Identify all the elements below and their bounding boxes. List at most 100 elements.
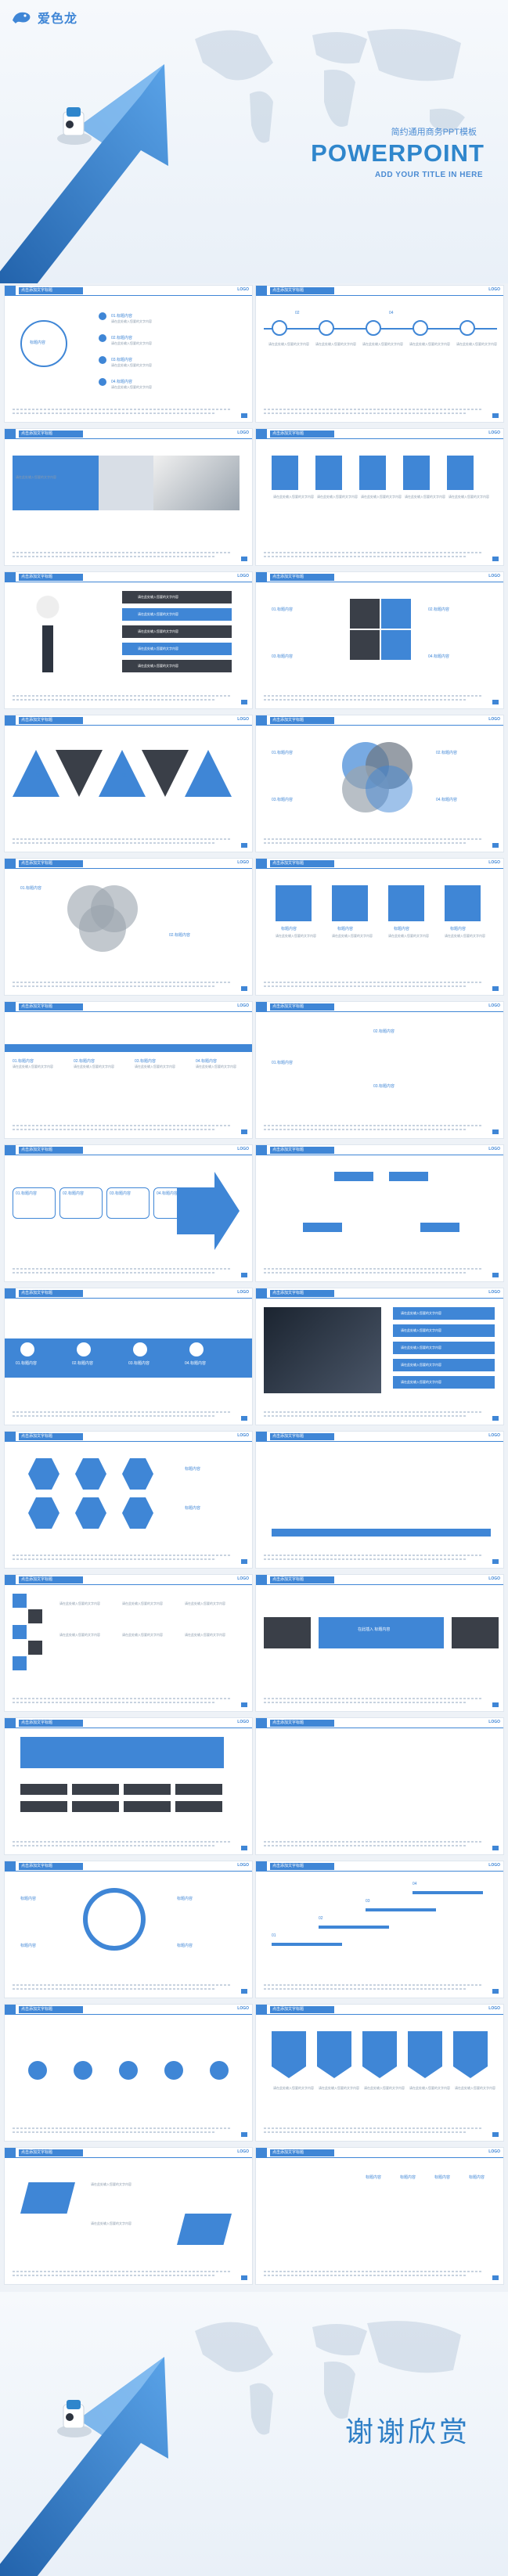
insert-panel [319, 1617, 444, 1648]
blue-panel [13, 456, 99, 510]
round-box [153, 1187, 196, 1219]
stair-step [413, 1891, 483, 1894]
slide-content [5, 2016, 252, 2127]
footer-text-line [264, 1555, 483, 1556]
slide-header-title: 点击添加文字标题 [19, 287, 83, 294]
slide-header-title: 点击添加文字标题 [19, 2006, 83, 2013]
footer-text-line [13, 699, 216, 701]
slide-number-badge [5, 1288, 16, 1299]
num-circle [210, 2061, 229, 2080]
pentagon-tile [408, 2031, 442, 2078]
slide-page-number [492, 700, 499, 704]
pentagon-tile [272, 2031, 306, 2078]
numbered-label: 01.标题内容 [13, 1059, 34, 1064]
hex-tile [122, 1458, 153, 1490]
numbered-label: 01.标题内容 [272, 751, 293, 755]
cover-subtitle: 简约通用商务PPT模板 [391, 128, 477, 137]
slide-header-title: 点击添加文字标题 [19, 1863, 83, 1870]
slide-page-number [492, 2275, 499, 2280]
slide-number-badge [5, 1575, 16, 1585]
slide-number-badge [256, 715, 267, 726]
cover-title: POWERPOINT [311, 139, 485, 167]
list-bar [393, 1307, 495, 1320]
footer-text-line [264, 409, 483, 410]
slide-logo: LOGO [488, 287, 500, 292]
footer-text-line [264, 1411, 483, 1413]
slide-number-badge [256, 1145, 267, 1155]
num-label: 03 [122, 773, 127, 778]
body-text: 请在此处输入您要的文字内容 [59, 1633, 100, 1637]
cover-slide: 爱色龙 简约通用商务PPT模板 POWERPOINT ADD YOUR TITL… [0, 0, 508, 283]
num-circle [77, 1342, 91, 1356]
round-box [106, 1187, 150, 1219]
slide-number-badge [256, 2005, 267, 2015]
slide-logo: LOGO [488, 1290, 500, 1295]
icon-tile [315, 456, 342, 490]
slide-content: 请在此处输入您要的文字内容请在此处输入您要的文字内容请在此处输入您要的文字内容请… [256, 440, 503, 551]
num-circle [119, 2061, 138, 2080]
chameleon-logo-icon [13, 12, 31, 23]
slide-header-title: 点击添加文字标题 [19, 717, 83, 724]
triangle-tile [185, 750, 232, 797]
slide-page-number [492, 413, 499, 418]
slide-logo: LOGO [488, 431, 500, 435]
numbered-label: 02.标题内容 [373, 1029, 395, 1034]
slide-logo: LOGO [488, 1433, 500, 1438]
num-label: 01 [36, 773, 41, 778]
square-tile [13, 1656, 27, 1670]
slide-header-title: 点击添加文字标题 [270, 1720, 334, 1727]
step-text: 请在此处输入您要的文字内容 [138, 664, 178, 668]
slide-header-title: 点击添加文字标题 [19, 1147, 83, 1154]
list-text: 请在此处输入您要的文字内容 [401, 1328, 441, 1332]
num-circle [189, 1342, 204, 1356]
slide-page-number [241, 2132, 247, 2137]
num-circle [28, 2061, 47, 2080]
slide-number-badge [5, 2148, 16, 2158]
step-bar [122, 625, 232, 638]
numbered-label: 03.标题内容 [272, 798, 293, 802]
venn-circle [366, 766, 413, 812]
num-label: 04 [389, 311, 394, 315]
icon-tile [445, 885, 481, 921]
slide-page-number [241, 413, 247, 418]
slide-content [5, 1729, 252, 1840]
footer-text-line [264, 1988, 467, 1990]
footer-text-line [264, 1845, 467, 1846]
body-text: 请在此处输入您要的文字内容 [362, 342, 403, 346]
